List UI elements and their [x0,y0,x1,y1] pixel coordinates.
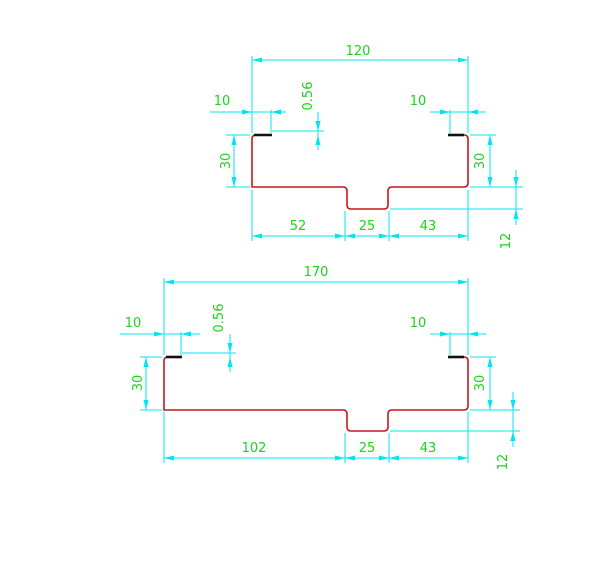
lower-profile-outline [163,356,469,432]
lower-dim-left-lip: 10 [125,316,142,331]
upper-dim-groove-width: 25 [359,219,376,234]
lower-dim-groove-depth: 12 [496,454,511,471]
upper-profile: 120 10 0.56 10 30 30 52 25 [210,44,523,249]
lower-dim-groove-width: 25 [359,441,376,456]
upper-dim-right-height: 30 [473,153,488,170]
lower-dim-right-lip: 10 [410,316,427,331]
lower-dim-left-segment: 102 [242,441,267,456]
upper-dim-left-height: 30 [219,153,234,170]
upper-extension-lines [226,56,523,241]
upper-dim-overall: 120 [346,44,371,59]
upper-dim-left-segment: 52 [290,219,307,234]
upper-dim-thickness: 0.56 [301,82,316,111]
upper-dim-groove-depth: 12 [499,233,514,250]
lower-profile: 170 10 0.56 10 30 30 102 2 [120,265,520,470]
upper-dim-left-lip: 10 [214,94,231,109]
lower-dim-thickness: 0.56 [212,304,227,333]
lower-dim-left-height: 30 [131,375,146,392]
lower-dim-overall: 170 [304,265,329,280]
upper-profile-outline [251,134,469,210]
lower-dim-right-segment: 43 [420,441,437,456]
upper-dim-right-lip: 10 [410,94,427,109]
upper-dim-right-segment: 43 [420,219,437,234]
lower-dim-right-height: 30 [473,375,488,392]
lower-extension-lines [140,278,520,463]
